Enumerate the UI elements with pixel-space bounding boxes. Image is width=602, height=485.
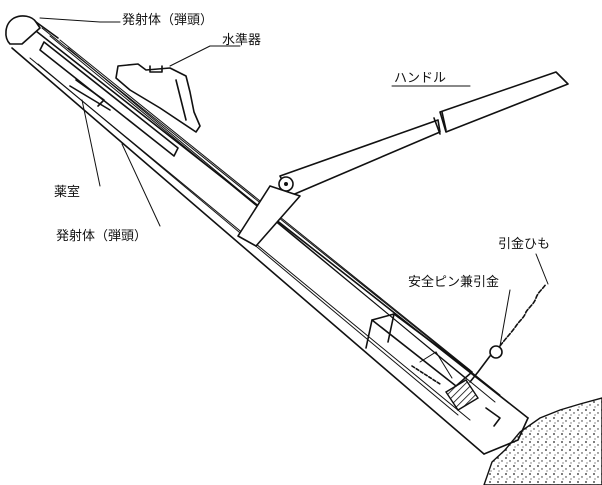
label-level: 水準器: [222, 32, 261, 48]
handle: [278, 71, 569, 197]
ground-mound: [483, 397, 602, 485]
label-safety-pin: 安全ピン兼引金: [408, 274, 499, 290]
spirit-level: [115, 63, 201, 133]
label-handle: ハンドル: [394, 71, 446, 86]
pull-cord: [469, 283, 547, 383]
safety-block: [445, 379, 479, 411]
label-projectile-side: 発射体（弾頭）: [56, 228, 147, 244]
pull-ring: [489, 345, 503, 359]
projectile-warhead: [5, 15, 59, 45]
trigger-mechanism: [365, 313, 479, 411]
label-powder-chamber: 薬室: [54, 184, 80, 200]
leader-lines: [39, 17, 549, 347]
powder-chamber: [39, 41, 179, 157]
label-pull-cord: 引金ひも: [498, 236, 550, 252]
label-projectile-top: 発射体（弾頭）: [122, 12, 213, 28]
clamp-collar: [237, 185, 301, 247]
